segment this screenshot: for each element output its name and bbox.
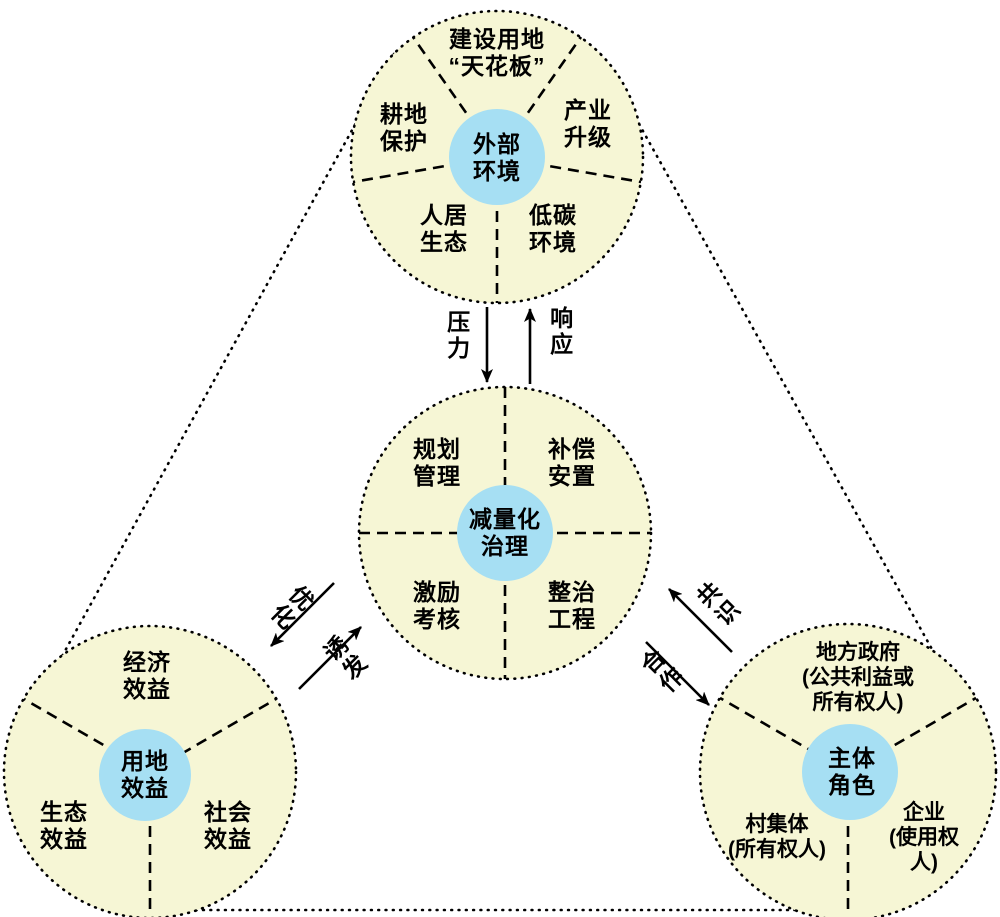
sector-label-remediation-project: 整治 工程	[548, 578, 596, 632]
hub-label-reduction-governance: 减量化 治理	[469, 505, 541, 559]
benefit-hub-circle	[99, 729, 191, 821]
hub-label-external-environment: 外部 环境	[473, 130, 521, 184]
triangle-left-edge	[58, 52, 396, 662]
consensus-arrow	[668, 588, 733, 653]
sector-label-compensation-resettlement: 补偿 安置	[548, 435, 596, 489]
relation-arrows	[270, 307, 733, 706]
sector-label-incentive-assessment: 激励 考核	[413, 578, 461, 632]
sector-label-village-collective: 村集体 (所有权人)	[728, 813, 826, 861]
relation-label-response: 响应	[546, 306, 573, 358]
external-hub-circle	[449, 109, 545, 205]
sector-label-construction-land-ceiling: 建设用地 “天花板”	[448, 25, 546, 79]
hub-label-subject-roles: 主体 角色	[828, 744, 876, 798]
sector-label-industrial-upgrading: 产业 升级	[564, 96, 612, 150]
sector-label-local-government: 地方政府 (公共利益或 所有权人)	[802, 640, 914, 714]
sector-label-planning-management: 规划 管理	[413, 435, 461, 489]
dotted-triangle	[58, 52, 940, 912]
hub-label-land-benefit: 用地 效益	[121, 747, 169, 801]
cooperate-arrow	[645, 641, 710, 706]
sector-label-ecological-benefit: 生态 效益	[40, 798, 88, 852]
sector-label-economic-benefit: 经济 效益	[123, 648, 171, 702]
triangle-right-edge	[598, 52, 940, 662]
roles-hub-circle	[802, 724, 898, 820]
relation-label-pressure: 压力	[443, 310, 470, 362]
sector-label-human-ecology: 人居 生态	[420, 201, 468, 255]
sector-label-enterprise: 企业 (使用权人)	[889, 800, 959, 874]
governance-hub-circle	[457, 485, 553, 581]
induce-arrow	[298, 626, 362, 690]
sector-label-low-carbon: 低碳 环境	[529, 201, 577, 255]
sector-label-farmland-protection: 耕地 保护	[380, 100, 428, 154]
optimize-arrow	[270, 582, 335, 647]
sector-label-social-benefit: 社会 效益	[204, 798, 252, 852]
